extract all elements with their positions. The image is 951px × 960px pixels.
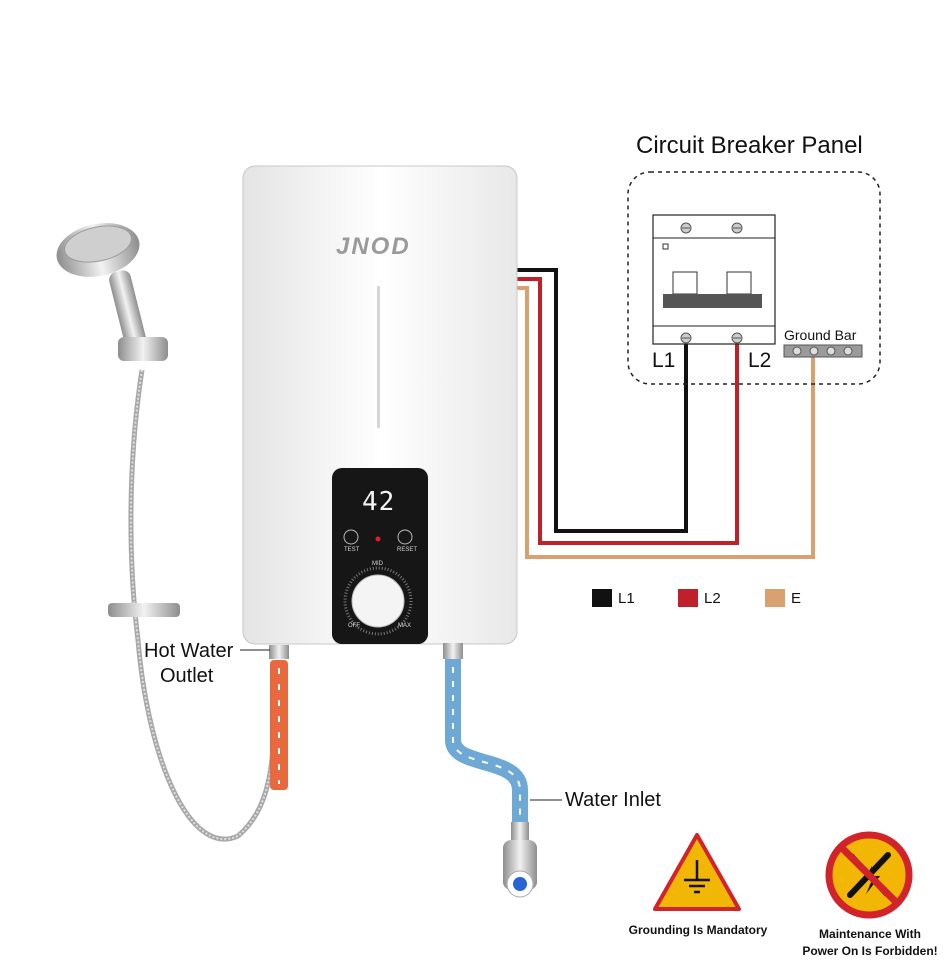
ground-bar [783,344,863,358]
water-inlet-label: Water Inlet [565,789,661,811]
temperature-display: 42 [362,487,396,517]
maintenance-warning-line2: Power On Is Forbidden! [802,944,938,958]
hot-water-label-line2: Outlet [160,665,214,687]
panel-title: Circuit Breaker Panel [636,132,863,159]
wire-e [516,286,815,559]
legend-swatch-e [765,589,785,607]
reset-label: RESET [397,547,418,553]
knob-off-label: OFF [348,623,360,629]
hot-water-pipe [240,645,289,790]
breaker-body [652,214,776,345]
no-tools-icon [825,831,913,919]
wire-l1 [516,268,688,533]
ground-symbol-icon [653,833,741,911]
wiring [516,268,815,559]
hot-water-label-line1: Hot Water [144,640,234,662]
terminal-l2-label: L2 [748,349,772,372]
knob-max-label: MAX [398,623,412,629]
ground-bar-label: Ground Bar [784,327,857,343]
circuit-breaker-panel [627,171,881,385]
reset-button-icon[interactable] [397,529,413,545]
maintenance-warning-line1: Maintenance With [819,927,921,941]
cold-water-pipe [443,643,562,898]
test-button-icon[interactable] [343,529,359,545]
grounding-warning-text: Grounding Is Mandatory [628,923,768,937]
shower-head-icon [56,223,168,361]
legend-label-l1: L1 [618,590,635,607]
slide-bracket [108,603,180,617]
legend-swatch-l2 [678,589,698,607]
terminal-l1-label: L1 [652,349,676,372]
temperature-knob[interactable] [351,574,405,628]
legend-label-e: E [791,590,802,607]
knob-mid-label: MID [372,561,383,567]
brand-logo-text: JNOD [336,233,411,260]
water-heater-unit [242,165,518,645]
legend-swatch-l1 [592,589,612,607]
test-label: TEST [344,547,360,553]
shower-assembly [56,223,277,842]
valve-icon [503,840,537,898]
wire-l2 [516,277,739,545]
legend-label-l2: L2 [704,590,721,607]
